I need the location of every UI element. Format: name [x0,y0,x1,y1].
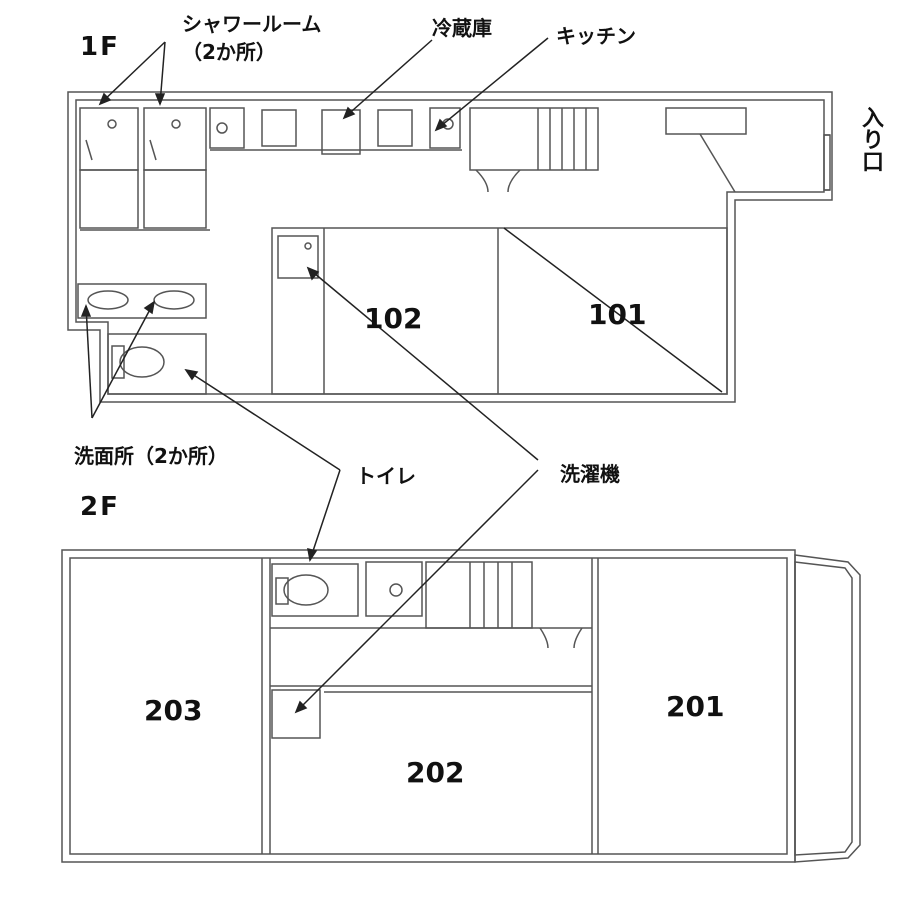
refrigerator-box [321,109,361,155]
toilet-label: トイレ [356,464,416,488]
washing-machine-label: 洗濯機 [560,462,620,486]
second-floor-walls [61,549,861,863]
shower-rooms [79,107,210,231]
shower-room-label: シャワールーム [182,12,322,36]
second-floor-interior [261,558,599,854]
toilet-2f [283,574,329,606]
room-label-203: 203 [144,694,203,727]
washing-machine-1f [277,235,319,279]
first-floor-washroom [77,283,207,395]
room-label-202: 202 [406,756,465,789]
washing-machine-2f [271,689,321,739]
floor-label-1f: 1F [80,32,120,62]
first-floor-walls [67,91,833,403]
shower-count-label: （2か所） [182,40,276,64]
room-label-102: 102 [364,302,423,335]
refrigerator-label: 冷蔵庫 [432,16,492,40]
kitchen-label: キッチン [556,24,636,48]
entrance-label: 入り口 [858,106,883,172]
floor-label-2f: 2F [80,492,120,522]
washroom-label: 洗面所（2か所） [74,444,228,468]
room-label-201: 201 [666,690,725,723]
kitchen-counter [209,107,462,155]
room-label-101: 101 [588,298,647,331]
first-floor-rooms [271,227,728,395]
callout-arrows [80,37,723,714]
first-floor-stairs [469,107,747,193]
